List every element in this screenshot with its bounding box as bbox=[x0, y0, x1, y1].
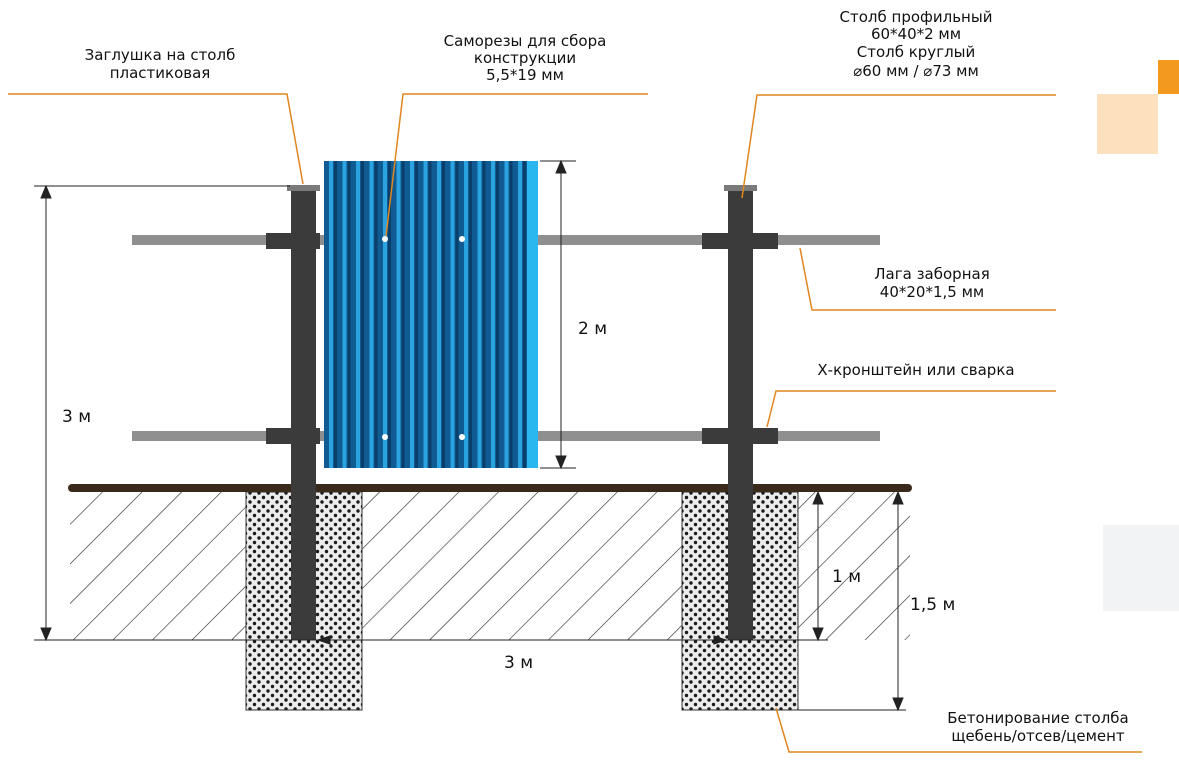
sheet-rib-shadow bbox=[334, 161, 337, 468]
sheet-rib bbox=[450, 161, 455, 468]
label-sheet-height: 2 м bbox=[578, 319, 607, 339]
sheet-rib-shadow bbox=[523, 161, 526, 468]
sheet-rib bbox=[504, 161, 509, 468]
sheet-rib bbox=[477, 161, 482, 468]
dimension-sheet-height bbox=[540, 159, 576, 470]
sheet-rib bbox=[437, 161, 441, 468]
label-pit-depth: 1,5 м bbox=[910, 595, 955, 615]
svg-text:Столб профильный: Столб профильный bbox=[840, 8, 993, 26]
leader-lines bbox=[8, 93, 1142, 753]
svg-text:щебень/отсев/цемент: щебень/отсев/цемент bbox=[951, 727, 1125, 745]
sheet-rib-shadow bbox=[401, 161, 405, 468]
screw bbox=[459, 236, 465, 242]
svg-text:Х-кронштейн или сварка: Х-кронштейн или сварка bbox=[817, 361, 1014, 379]
sheet-rib bbox=[518, 161, 522, 468]
sheet-rib bbox=[383, 161, 387, 468]
dimension-total-height bbox=[34, 184, 290, 642]
svg-text:Столб круглый: Столб круглый bbox=[857, 43, 976, 61]
dimension-post-spacing bbox=[316, 635, 728, 645]
sheet-rib bbox=[369, 161, 374, 468]
svg-text:5,5*19 мм: 5,5*19 мм bbox=[486, 66, 564, 84]
svg-text:Лага заборная: Лага заборная bbox=[874, 265, 989, 283]
sheet-rib-shadow bbox=[428, 161, 432, 468]
svg-text:пластиковая: пластиковая bbox=[110, 64, 211, 82]
callout-cap: Заглушка на столб пластиковая bbox=[85, 46, 236, 82]
sheet-rib bbox=[342, 161, 347, 468]
post-cap-right bbox=[724, 185, 757, 191]
screws bbox=[382, 236, 465, 440]
sheet-rib bbox=[464, 161, 468, 468]
leader-bracket bbox=[766, 390, 1056, 428]
ground-line bbox=[68, 484, 912, 492]
sheet-rib-shadow bbox=[509, 161, 513, 468]
sheet-rib-shadow bbox=[496, 161, 499, 468]
sheet-rib-shadow bbox=[347, 161, 351, 468]
label-depth: 1 м bbox=[832, 567, 861, 587]
sheet-rib-shadow bbox=[442, 161, 445, 468]
post-left bbox=[266, 185, 320, 640]
accent-grey-square bbox=[1103, 525, 1179, 611]
screw bbox=[382, 236, 388, 242]
leader-rail bbox=[799, 247, 1056, 311]
svg-text:60*40*2 мм: 60*40*2 мм bbox=[871, 25, 961, 43]
sheet-rib-shadow bbox=[388, 161, 391, 468]
svg-text:⌀60 мм / ⌀73 мм: ⌀60 мм / ⌀73 мм bbox=[853, 62, 979, 80]
sheet-rib-shadow bbox=[469, 161, 472, 468]
label-post-spacing: 3 м bbox=[504, 653, 533, 673]
sheet-rib-shadow bbox=[374, 161, 378, 468]
callout-rail: Лага заборная 40*20*1,5 мм bbox=[874, 265, 989, 301]
post-cap-left bbox=[287, 185, 320, 191]
post-right bbox=[702, 185, 778, 640]
sheet-rib bbox=[356, 161, 360, 468]
accent-orange-square bbox=[1158, 60, 1179, 94]
sheet-rib bbox=[410, 161, 414, 468]
leader-cap bbox=[8, 93, 304, 185]
sheet-rib-shadow bbox=[361, 161, 364, 468]
callout-screws: Саморезы для сбора конструкции 5,5*19 мм bbox=[444, 32, 607, 84]
svg-text:40*20*1,5 мм: 40*20*1,5 мм bbox=[880, 283, 984, 301]
callout-post: Столб профильный 60*40*2 мм Столб круглы… bbox=[840, 8, 993, 80]
leader-post bbox=[741, 94, 1056, 199]
sheet-rib bbox=[491, 161, 495, 468]
screw bbox=[382, 434, 388, 440]
sheet-rib bbox=[329, 161, 333, 468]
leader-screws bbox=[385, 93, 648, 237]
svg-text:Заглушка на столб: Заглушка на столб bbox=[85, 46, 236, 64]
svg-text:Саморезы для сбора: Саморезы для сбора bbox=[444, 32, 607, 50]
sheet-rib-shadow bbox=[415, 161, 418, 468]
dimension-pit-depth bbox=[798, 490, 906, 712]
dimension-depth bbox=[812, 490, 824, 642]
label-total-height: 3 м bbox=[62, 407, 91, 427]
screw bbox=[459, 434, 465, 440]
svg-text:конструкции: конструкции bbox=[474, 49, 576, 67]
callout-concrete: Бетонирование столба щебень/отсев/цемент bbox=[947, 709, 1128, 745]
sheet-rib-shadow bbox=[482, 161, 486, 468]
accent-peach-square bbox=[1097, 94, 1158, 154]
sheet-rib bbox=[423, 161, 428, 468]
sheet-rib bbox=[396, 161, 401, 468]
sheet-rib-shadow bbox=[455, 161, 459, 468]
svg-text:Бетонирование столба: Бетонирование столба bbox=[947, 709, 1128, 727]
leader-concrete bbox=[775, 707, 1142, 753]
corrugated-sheet bbox=[324, 161, 538, 468]
callout-bracket: Х-кронштейн или сварка bbox=[817, 361, 1014, 379]
